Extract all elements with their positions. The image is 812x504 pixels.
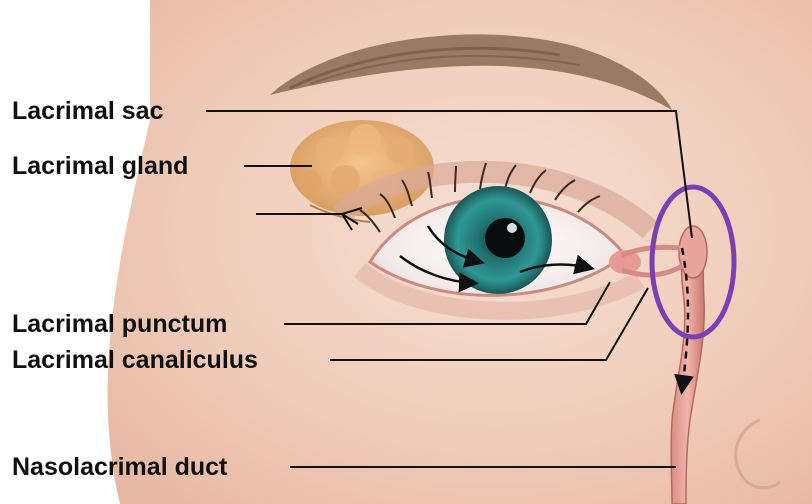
label-lacrimal-canaliculus: Lacrimal canaliculus — [12, 346, 258, 374]
label-lacrimal-sac: Lacrimal sac — [12, 97, 164, 125]
label-nasolacrimal-duct: Nasolacrimal duct — [12, 453, 227, 481]
pupil — [485, 218, 525, 258]
label-lacrimal-gland: Lacrimal gland — [12, 152, 188, 180]
label-lacrimal-punctum: Lacrimal punctum — [12, 310, 227, 338]
